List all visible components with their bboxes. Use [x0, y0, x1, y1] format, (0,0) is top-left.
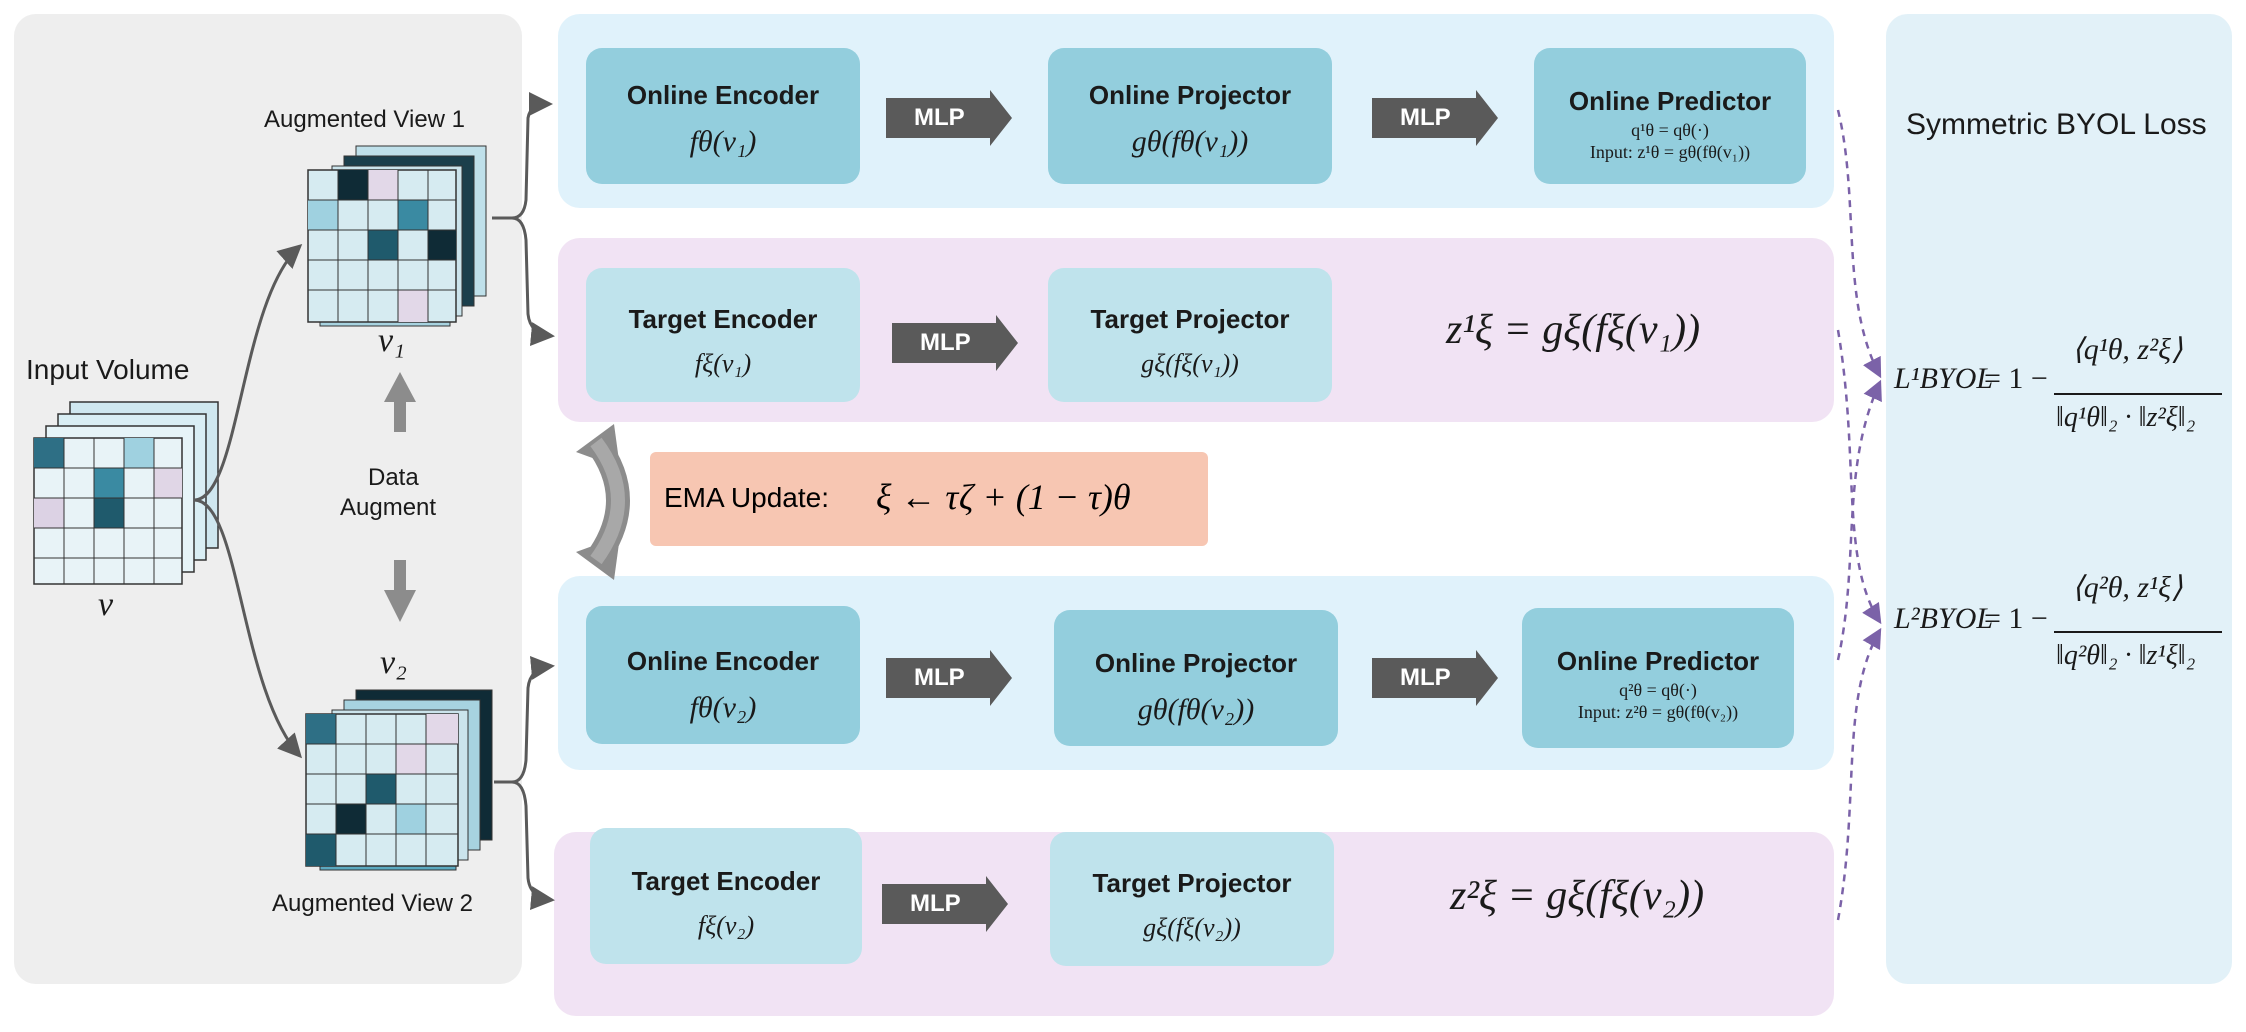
augmented-view-1-icon [307, 145, 487, 327]
predictor1-to-loss1-arrow [1836, 109, 1882, 379]
loss1-eq: = 1 − [1984, 362, 2048, 395]
online-encoder-2-formula: fθ(v₂) [689, 691, 757, 724]
loss-title: Symmetric BYOL Loss [1906, 108, 2207, 141]
mlp-arrow-icon [1372, 650, 1498, 706]
data-augment-label-2: Augment [340, 494, 437, 521]
mlp-arrow-icon [1372, 90, 1498, 146]
view2-to-online-arrow [494, 655, 555, 784]
view1-var: v₁ [378, 322, 405, 359]
input-to-view2-arrow [193, 498, 303, 759]
mlp-label: MLP [920, 329, 971, 356]
ema-update-label: EMA Update: [664, 482, 829, 513]
input-volume-label: Input Volume [26, 354, 190, 385]
target-encoder-1-formula: fξ(v₁) [694, 349, 752, 378]
input-volume-var: v [98, 586, 114, 623]
target-encoder-1: Target Encoder fξ(v₁) [586, 268, 860, 402]
augmented-view-1-label: Augmented View 1 [264, 106, 466, 133]
mlp-arrow-icon [886, 650, 1012, 706]
online-predictor-1-line2: Input: z¹θ = gθ(fθ(v₁)) [1589, 142, 1751, 162]
target-encoder-2-formula: fξ(v₂) [697, 911, 755, 940]
loss1-numerator: ⟨q¹θ, z²ξ⟩ [2072, 333, 2183, 366]
predictor2-to-loss2-arrow [1836, 379, 1882, 661]
online-predictor-2-title: Online Predictor [1556, 646, 1760, 676]
mlp-label: MLP [914, 664, 965, 691]
online-projector-1-formula: gθ(fθ(v₁)) [1131, 125, 1249, 158]
mlp-label: MLP [910, 890, 961, 917]
online-predictor-2-line2: Input: z²θ = gθ(fθ(v₂)) [1577, 702, 1739, 722]
target1-to-loss2-arrow [1836, 329, 1882, 625]
target-encoder-1-title: Target Encoder [628, 304, 818, 334]
view1-to-online-arrow [492, 92, 553, 220]
mlp-arrow-icon [886, 90, 1012, 146]
target-projector-1-title: Target Projector [1090, 304, 1290, 334]
data-augment-label-1: Data [368, 464, 419, 491]
input-to-view1-arrow [193, 243, 303, 502]
target-1-output: z¹ξ = gξ(fξ(v₁)) [1446, 307, 1701, 353]
augmented-view-2-icon [305, 689, 493, 871]
augment-arrow-down-icon [384, 560, 416, 622]
target-encoder-2-title: Target Encoder [631, 866, 821, 896]
loss1-denominator: ‖q¹θ‖₂ · ‖z²ξ‖₂ [2056, 402, 2196, 433]
online-encoder-1-title: Online Encoder [626, 80, 820, 110]
input-volume-icon [33, 401, 219, 585]
online-predictor-1-title: Online Predictor [1568, 86, 1772, 116]
loss-panel [1886, 14, 2232, 984]
view1-to-target-arrow [511, 216, 555, 347]
online-encoder-1: Online Encoder fθ(v₁) [586, 48, 860, 184]
loss2-lhs: L²BYOL [1894, 602, 1994, 635]
online-projector-1-title: Online Projector [1088, 80, 1292, 110]
mlp-arrow-icon [892, 315, 1018, 371]
ema-update-formula: ξ ← τζ + (1 − τ)θ [876, 477, 1131, 517]
ema-double-arrow-icon [576, 424, 630, 580]
online-projector-2-title: Online Projector [1094, 648, 1298, 678]
online-encoder-2-title: Online Encoder [626, 646, 820, 676]
online-encoder-2: Online Encoder fθ(v₂) [586, 606, 860, 744]
mlp-arrow-icon [882, 876, 1008, 932]
online-encoder-1-formula: fθ(v₁) [689, 125, 757, 158]
loss2-denominator: ‖q²θ‖₂ · ‖z¹ξ‖₂ [2056, 640, 2196, 671]
augmented-view-2-label: Augmented View 2 [272, 890, 474, 917]
mlp-label: MLP [1400, 664, 1451, 691]
online-predictor-2: Online Predictor q²θ = qθ(·) Input: z²θ … [1522, 608, 1794, 748]
ema-update-box: EMA Update: ξ ← τζ + (1 − τ)θ [650, 452, 1208, 546]
target-projector-1-formula: gξ(fξ(v₁)) [1141, 349, 1239, 378]
target-projector-2: Target Projector gξ(fξ(v₂)) [1050, 832, 1334, 966]
target-2-output: z²ξ = gξ(fξ(v₂)) [1450, 873, 1705, 919]
online-projector-2-formula: gθ(fθ(v₂)) [1137, 693, 1255, 726]
target-encoder-2: Target Encoder fξ(v₂) [590, 828, 862, 964]
loss2-eq: = 1 − [1984, 602, 2048, 635]
target-projector-2-formula: gξ(fξ(v₂)) [1143, 913, 1241, 942]
online-predictor-2-line1: q²θ = qθ(·) [1619, 680, 1697, 700]
loss1-lhs: L¹BYOL [1894, 362, 1994, 395]
view2-var: v₂ [380, 644, 407, 681]
target-projector-1: Target Projector gξ(fξ(v₁)) [1048, 268, 1332, 402]
online-projector-2: Online Projector gθ(fθ(v₂)) [1054, 610, 1338, 746]
online-predictor-1-line1: q¹θ = qθ(·) [1631, 120, 1709, 140]
mlp-label: MLP [1400, 104, 1451, 131]
view2-to-target-arrow [511, 780, 555, 911]
augment-arrow-up-icon [384, 372, 416, 432]
target-projector-2-title: Target Projector [1092, 868, 1292, 898]
online-predictor-1: Online Predictor q¹θ = qθ(·) Input: z¹θ … [1534, 48, 1806, 184]
mlp-label: MLP [914, 104, 965, 131]
loss2-numerator: ⟨q²θ, z¹ξ⟩ [2072, 571, 2183, 604]
target2-to-loss1-arrow [1836, 627, 1882, 921]
online-projector-1: Online Projector gθ(fθ(v₁)) [1048, 48, 1332, 184]
